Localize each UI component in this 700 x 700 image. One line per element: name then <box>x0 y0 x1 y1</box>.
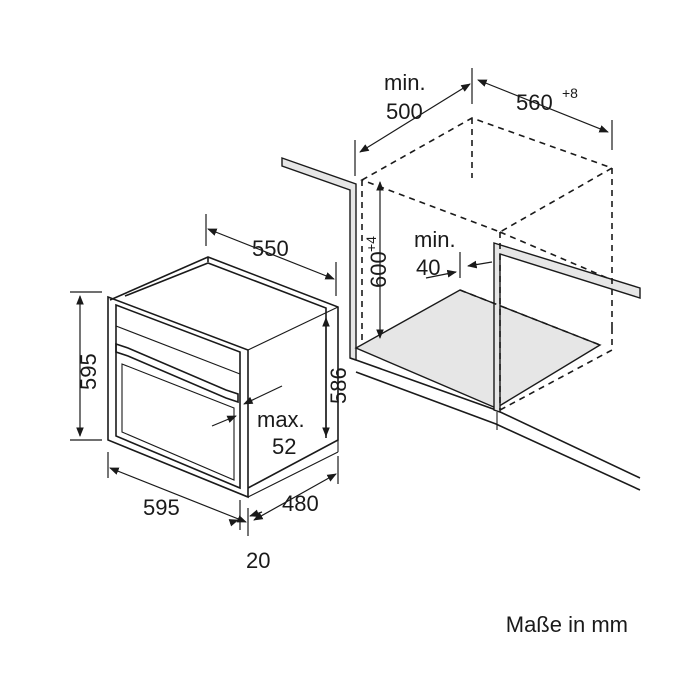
min-40-line1: min. <box>414 227 456 252</box>
dim-max-52: max. 52 <box>211 385 305 459</box>
door-handle <box>115 342 239 404</box>
handle-label-line2: 52 <box>272 434 296 459</box>
niche-width-sup: +8 <box>562 85 578 101</box>
dim-min-40: min. 40 <box>414 227 493 280</box>
dim-min-500: min. 500 <box>354 68 473 176</box>
handle-label-line1: max. <box>257 407 305 432</box>
min-500-line1: min. <box>384 70 426 95</box>
dim-600: 600 +4 <box>363 181 391 339</box>
control-panel-line <box>115 325 241 375</box>
floor-line <box>349 357 641 491</box>
niche-floor <box>354 289 602 409</box>
dim-20: 20 <box>228 500 270 573</box>
niche-width-label: 560 <box>516 90 553 115</box>
dim-595-width: 595 <box>107 452 249 536</box>
min-40-line2: 40 <box>416 255 440 280</box>
niche-height-sup: +4 <box>363 236 379 252</box>
niche-height-label: 600 <box>366 251 391 288</box>
units-note: Maße in mm <box>505 612 628 637</box>
cabinet-niche <box>281 117 641 491</box>
appliance-front <box>107 295 249 499</box>
width-label: 595 <box>143 495 180 520</box>
dim-560: 560 +8 <box>477 79 613 150</box>
dim-595-height: 595 <box>70 291 102 441</box>
niche-outline <box>360 117 614 411</box>
appliance-front-edge <box>247 306 339 498</box>
left-cabinet-wall <box>281 157 357 361</box>
depth-label: 550 <box>252 236 289 261</box>
front-depth-label: 480 <box>282 491 319 516</box>
appliance <box>107 256 339 499</box>
min-500-line2: 500 <box>386 99 423 124</box>
front-thickness-label: 20 <box>246 548 270 573</box>
dim-480: 480 <box>253 456 339 521</box>
height-label: 595 <box>76 353 101 390</box>
inner-height-label: 586 <box>326 367 351 404</box>
dim-586: 586 <box>322 317 351 437</box>
dim-550: 550 <box>205 214 337 296</box>
